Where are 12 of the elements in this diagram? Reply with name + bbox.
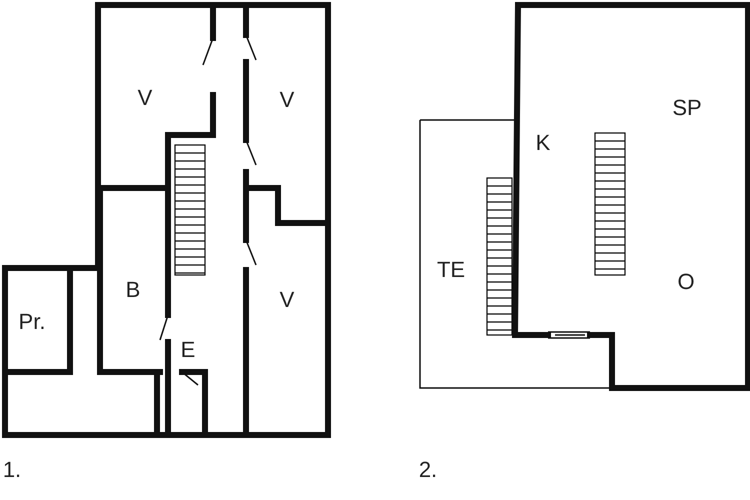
room-label: TE: [436, 259, 466, 281]
plan-number: 2.: [418, 459, 438, 481]
room-label: V: [280, 289, 294, 311]
room-label: V: [280, 89, 294, 111]
room-label: E: [180, 339, 196, 361]
room-label: O: [677, 271, 695, 293]
room-label: Pr.: [18, 311, 46, 333]
plan-number: 1.: [2, 459, 22, 481]
room-label: V: [138, 87, 152, 109]
room-label: K: [536, 132, 550, 154]
room-label: B: [126, 279, 140, 301]
room-label: SP: [672, 97, 702, 119]
